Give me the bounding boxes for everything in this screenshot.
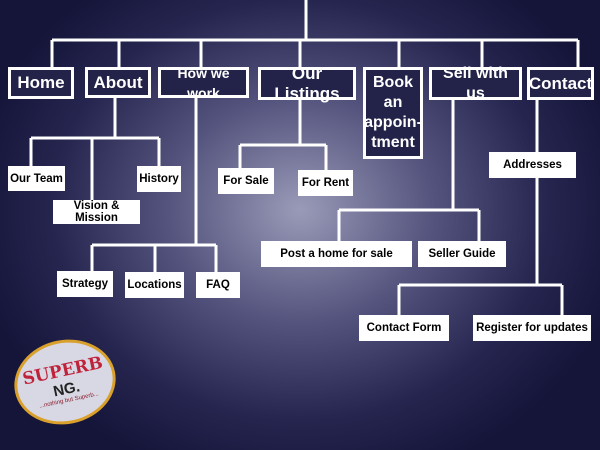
faq-box[interactable]: FAQ (196, 272, 240, 298)
strategy-box[interactable]: Strategy (57, 271, 113, 297)
addresses-box[interactable]: Addresses (489, 152, 576, 178)
history-box[interactable]: History (137, 166, 181, 192)
register-updates-box[interactable]: Register for updates (473, 315, 591, 341)
nav-how-we-work[interactable]: How we work (158, 65, 249, 101)
for-sale-box[interactable]: For Sale (218, 168, 274, 194)
locations-box[interactable]: Locations (125, 272, 184, 298)
nav-book-appointment[interactable]: Book an appoin-tment (363, 67, 423, 159)
post-home-box[interactable]: Post a home for sale (261, 241, 412, 267)
nav-about[interactable]: About (85, 67, 151, 98)
nav-contact[interactable]: Contact (527, 67, 594, 100)
seller-guide-box[interactable]: Seller Guide (418, 241, 506, 267)
for-rent-box[interactable]: For Rent (298, 170, 353, 196)
contact-form-box[interactable]: Contact Form (359, 315, 449, 341)
vision-mission-box[interactable]: Vision & Mission (53, 200, 140, 224)
our-team-box[interactable]: Our Team (8, 166, 65, 191)
nav-home[interactable]: Home (8, 67, 74, 99)
nav-sell-with-us[interactable]: Sell with us (429, 65, 522, 102)
nav-our-listings[interactable]: Our Listings (258, 64, 356, 103)
